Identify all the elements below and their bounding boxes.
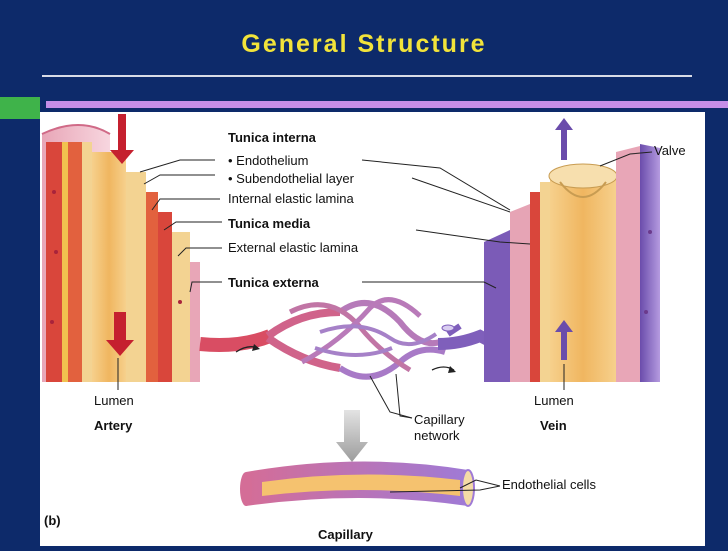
label-internal-elastic-lamina: Internal elastic lamina (228, 191, 354, 206)
blood-vessel-diagram: Tunica interna • Endothelium • Subendoth… (41, 114, 686, 542)
label-vein: Vein (540, 418, 567, 433)
label-artery: Artery (94, 418, 133, 433)
slide-title: General Structure (241, 30, 487, 58)
label-valve: Valve (654, 143, 686, 158)
label-lumen-artery: Lumen (94, 393, 134, 408)
label-endothelial-cells: Endothelial cells (502, 477, 596, 492)
label-tunica-interna: Tunica interna (228, 130, 317, 145)
label-endothelium: • Endothelium (228, 153, 308, 168)
label-external-elastic-lamina: External elastic lamina (228, 240, 359, 255)
accent-bar-purple (46, 101, 728, 108)
label-capillary-network-line2: network (414, 428, 460, 443)
label-lumen-vein: Lumen (534, 393, 574, 408)
diagram-panel: Tunica interna • Endothelium • Subendoth… (40, 112, 705, 546)
artery-illustration (41, 114, 200, 382)
label-subendothelial-layer: • Subendothelial layer (228, 171, 355, 186)
label-capillary-network-line1: Capillary (414, 412, 465, 427)
vein-illustration (484, 118, 660, 382)
panel-letter: (b) (44, 513, 61, 528)
label-tunica-media: Tunica media (228, 216, 311, 231)
capillary-illustration (240, 461, 475, 507)
label-tunica-externa: Tunica externa (228, 275, 320, 290)
accent-bar-green (0, 97, 40, 119)
leader-lines (117, 151, 653, 493)
capillary-network-illustration (199, 297, 498, 462)
title-divider (42, 75, 692, 77)
label-capillary: Capillary (318, 527, 374, 542)
